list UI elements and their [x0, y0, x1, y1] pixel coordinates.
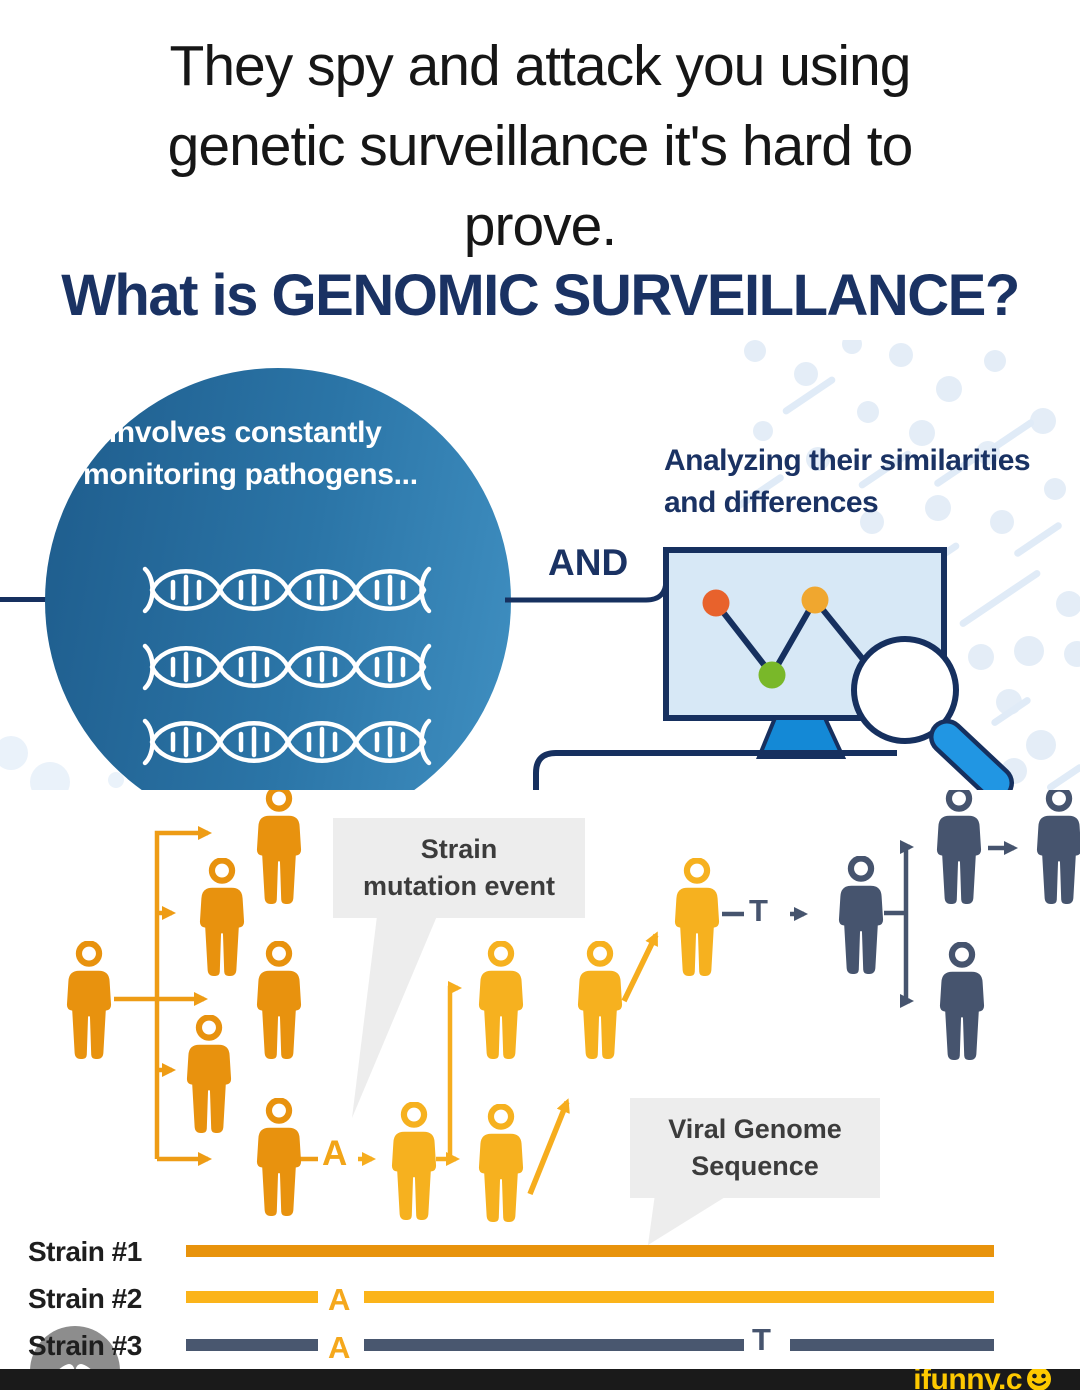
decor-dot — [984, 350, 1006, 372]
magnifier-lens-icon — [851, 636, 959, 744]
decor-dot — [1026, 730, 1056, 760]
decor-dot — [1056, 591, 1080, 617]
decor-dot — [842, 340, 862, 354]
smiley-icon — [1027, 1369, 1051, 1390]
person-icon — [577, 941, 623, 1060]
meme-caption: They spy and attack you using genetic su… — [0, 26, 1080, 266]
diagram-connectors — [114, 826, 1018, 1245]
decor-dot — [889, 343, 913, 367]
decor-dot — [857, 401, 879, 423]
bubble-tail — [352, 916, 437, 1118]
monitor-stand — [756, 716, 847, 759]
graph-dot-green — [758, 661, 786, 689]
decor-dot — [1030, 408, 1056, 434]
decor-dot — [1014, 636, 1044, 666]
infographic-title: What is GENOMIC SURVEILLANCE? — [61, 263, 1020, 328]
strain3-sequence-line — [364, 1339, 744, 1351]
meme-caption-line1: They spy and attack you using — [169, 34, 912, 98]
strain3-t-marker: T — [752, 1322, 771, 1357]
decor-dot — [909, 420, 935, 446]
person-icon — [391, 1102, 437, 1221]
decor-dot — [936, 376, 962, 402]
person-icon — [256, 941, 302, 1060]
person-icon — [939, 942, 985, 1061]
person-icon — [674, 858, 720, 977]
decor-dot — [925, 495, 951, 521]
bubble-line1: Viral Genome — [668, 1114, 842, 1144]
bubble-line1: Strain — [420, 834, 498, 864]
ifunny-bottom-bar: ifunny.c — [0, 1369, 1080, 1390]
strain3-sequence-line — [790, 1339, 994, 1351]
monitor-magnifier-graphic — [505, 547, 1014, 790]
person-icon — [478, 941, 524, 1060]
dna-helix-icon — [142, 639, 432, 695]
meme-caption-line3: prove. — [463, 194, 617, 258]
person-icon — [1036, 790, 1080, 905]
genomic-surveillance-panel: It involves constantly monitoring pathog… — [0, 340, 1080, 790]
mutation-t-label: T — [749, 893, 768, 928]
strain2-sequence-line — [186, 1291, 318, 1303]
person-icon — [256, 1098, 302, 1217]
person-icon — [838, 856, 884, 975]
strain2-label: Strain #2 — [28, 1283, 142, 1314]
mutation-a-label: A — [322, 1134, 348, 1173]
person-icon — [186, 1015, 232, 1134]
strain3-a-marker: A — [328, 1330, 351, 1365]
and-label: AND — [548, 542, 629, 583]
person-icon — [66, 941, 112, 1060]
decor-dot — [0, 736, 28, 770]
bubble-line2: mutation event — [362, 871, 556, 901]
decor-dot — [1044, 478, 1066, 500]
desk-line — [533, 750, 897, 790]
strain1-sequence-line — [186, 1245, 994, 1257]
bubble-line2: Sequence — [691, 1151, 819, 1181]
analyzing-text: Analyzing their similarities and differe… — [664, 440, 1031, 524]
decor-dot — [990, 510, 1014, 534]
decor-dot — [108, 772, 124, 788]
strain2-sequence-line — [364, 1291, 994, 1303]
magnifier-handle-icon — [933, 723, 1010, 790]
dna-helix-icon — [142, 562, 432, 618]
strain3-sequence-line — [186, 1339, 318, 1351]
decor-dot — [1064, 641, 1080, 667]
graph-dot-orange — [702, 589, 730, 617]
graph-dot-amber — [801, 586, 829, 614]
person-icon — [936, 790, 982, 905]
monitoring-text-line1: It involves constantly — [83, 416, 382, 449]
strain1-label: Strain #1 — [28, 1236, 142, 1267]
strain3-label: Strain #3 — [28, 1330, 142, 1361]
ifunny-watermark[interactable]: ifunny.c — [913, 1369, 1022, 1390]
strain2-a-marker: A — [328, 1282, 351, 1317]
bubble-tail — [648, 1194, 730, 1245]
dna-helix-icon — [142, 714, 432, 770]
ifunny-avatar[interactable] — [30, 1326, 120, 1369]
person-icon — [199, 858, 245, 977]
decor-dot — [860, 510, 884, 534]
decor-dot — [968, 644, 994, 670]
strain-mutation-diagram: Strain mutation event Viral Genome Seque… — [0, 790, 1080, 1369]
strain-mutation-bubble: Strain mutation event — [333, 818, 585, 918]
decor-dot — [753, 421, 773, 441]
monitoring-text: It involves constantly monitoring pathog… — [83, 412, 418, 496]
viral-genome-bubble: Viral Genome Sequence — [630, 1098, 880, 1198]
person-icon — [256, 790, 302, 905]
person-icon — [478, 1104, 524, 1223]
decor-dot — [806, 447, 830, 471]
connector-line-left — [0, 597, 48, 602]
decor-dot — [30, 762, 70, 790]
analyzing-text-line2: and differences — [664, 486, 879, 519]
decor-dot — [744, 340, 766, 362]
monitoring-text-line2: monitoring pathogens... — [83, 458, 418, 491]
analyzing-text-line1: Analyzing their similarities — [664, 444, 1031, 477]
decor-dot — [794, 362, 818, 386]
meme-caption-line2: genetic surveillance it's hard to — [167, 114, 914, 178]
